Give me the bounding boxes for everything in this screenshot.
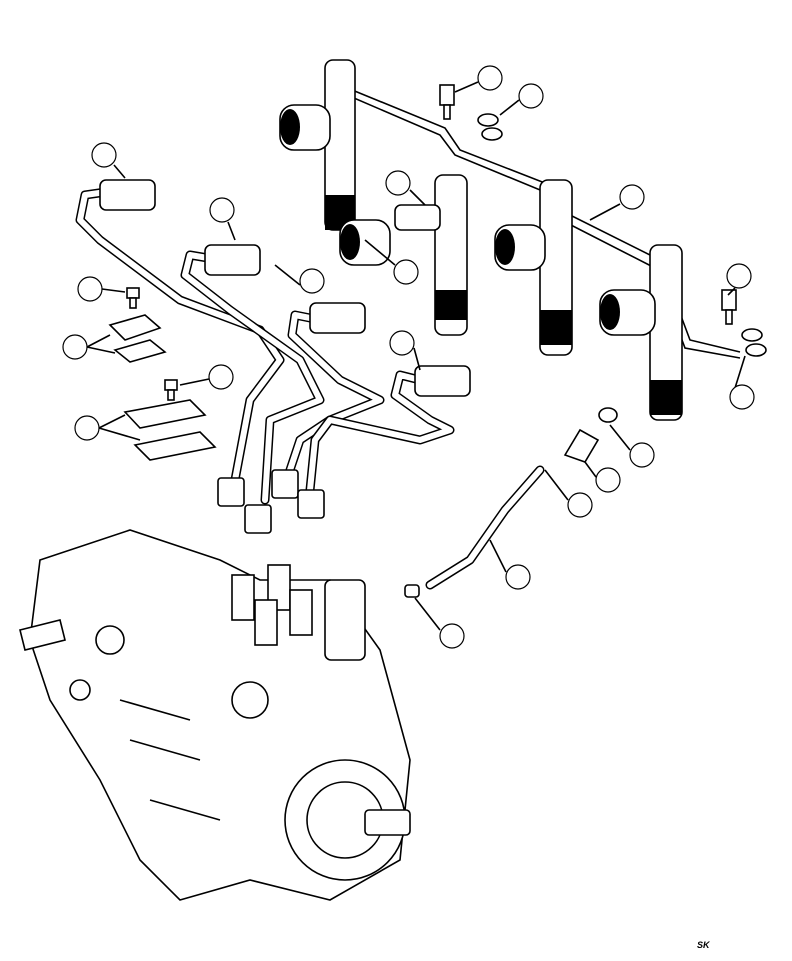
callout <box>629 442 655 468</box>
callout <box>518 83 544 109</box>
callout <box>74 415 100 441</box>
injector-1 <box>279 59 356 231</box>
callout <box>62 334 88 360</box>
callout <box>389 330 415 356</box>
injector-2 <box>339 174 468 336</box>
callout <box>385 170 411 196</box>
callout <box>595 467 621 493</box>
small-parts <box>108 84 767 598</box>
callout <box>209 197 235 223</box>
pipe-nuts <box>99 179 471 534</box>
callout <box>77 276 103 302</box>
injector-4 <box>599 244 683 421</box>
drawing-code: SK <box>697 940 710 950</box>
callout <box>505 564 531 590</box>
callout <box>393 259 419 285</box>
callout <box>208 364 234 390</box>
callouts <box>62 65 755 649</box>
callout <box>726 263 752 289</box>
callout <box>729 384 755 410</box>
callout <box>439 623 465 649</box>
injection-pipes <box>75 185 455 505</box>
injection-pump <box>19 529 411 901</box>
callout <box>619 184 645 210</box>
callout <box>477 65 503 91</box>
callout <box>91 142 117 168</box>
callout <box>567 492 593 518</box>
injectors <box>279 59 683 421</box>
callout <box>299 268 325 294</box>
injector-3 <box>494 179 573 356</box>
